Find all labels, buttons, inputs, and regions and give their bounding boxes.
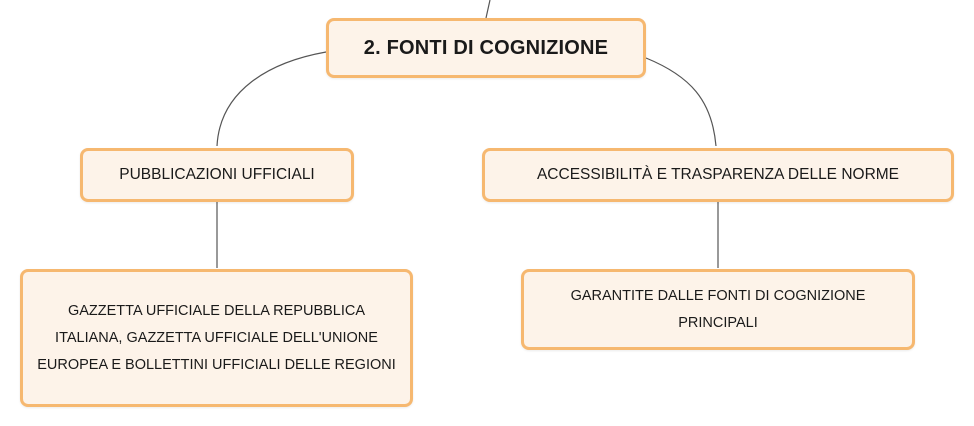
- node-label: GAZZETTA UFFICIALE DELLA REPUBBLICA ITAL…: [37, 302, 396, 373]
- node-label: PUBBLICAZIONI UFFICIALI: [119, 166, 315, 183]
- connector-root-to-pubblicazioni: [216, 51, 327, 147]
- connector-parent-to-root: [485, 0, 491, 19]
- connector-root-to-accessibilita: [645, 57, 717, 147]
- node-gazzetta-ufficiale[interactable]: GAZZETTA UFFICIALE DELLA REPUBBLICA ITAL…: [20, 269, 413, 407]
- root-node[interactable]: 2. FONTI DI COGNIZIONE: [326, 18, 646, 78]
- node-pubblicazioni-ufficiali[interactable]: PUBBLICAZIONI UFFICIALI: [80, 148, 354, 202]
- root-node-label: 2. FONTI DI COGNIZIONE: [363, 36, 609, 59]
- node-garantite[interactable]: GARANTITE DALLE FONTI DI COGNIZIONE PRIN…: [521, 269, 915, 350]
- node-label: ACCESSIBILITÀ E TRASPARENZA DELLE NORME: [536, 166, 900, 183]
- node-label: GARANTITE DALLE FONTI DI COGNIZIONE PRIN…: [570, 287, 866, 331]
- node-accessibilita-trasparenza[interactable]: ACCESSIBILITÀ E TRASPARENZA DELLE NORME: [482, 148, 954, 202]
